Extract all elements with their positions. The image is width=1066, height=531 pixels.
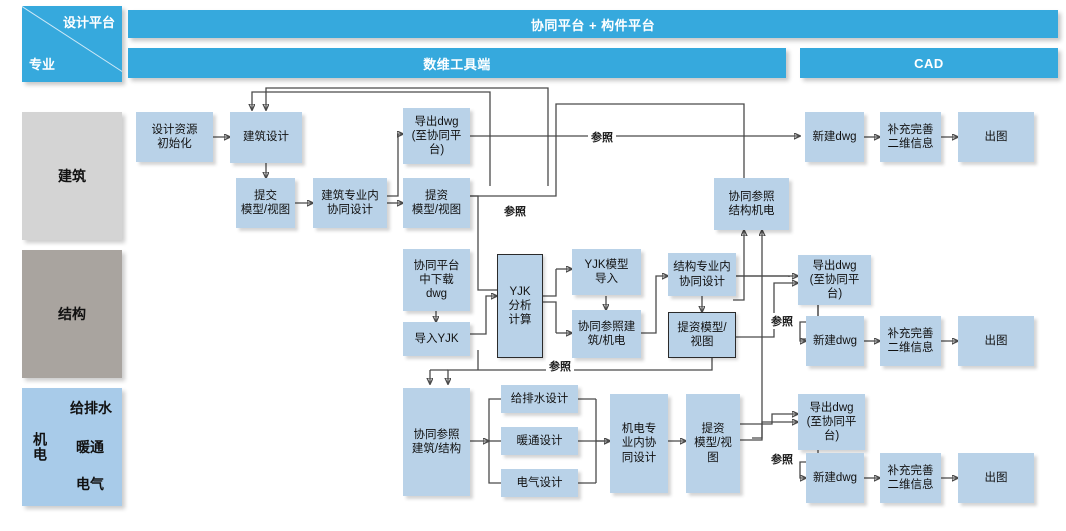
node-arch-coreference-struct-mep[interactable]: 协同参照 结构机电 [714, 178, 789, 230]
sidebar-mep-sub-hvac: 暖通 [76, 439, 104, 455]
node-struct-provide-model[interactable]: 提资模型/ 视图 [668, 312, 736, 358]
sidebar-mep-sub-electrical: 电气 [76, 476, 104, 492]
node-mep-export-dwg[interactable]: 导出dwg (至协同平 台) [798, 394, 865, 450]
sidebar-item-architecture: 建筑 [22, 112, 122, 240]
corner-platform-label: 设计平台 [62, 15, 115, 30]
corner-discipline-label: 专业 [29, 57, 56, 72]
edge-label-mep-cad-reference: 参照 [768, 451, 796, 467]
node-struct-supplement-2d[interactable]: 补充完善 二维信息 [880, 316, 941, 366]
node-struct-import-yjk[interactable]: 导入YJK [403, 322, 470, 356]
node-mep-coreference-arch-struct[interactable]: 协同参照 建筑/结构 [403, 388, 470, 496]
node-struct-coreference-arch-mep[interactable]: 协同参照建 筑/机电 [572, 310, 641, 358]
edge-label-struct-mid-reference: 参照 [501, 203, 529, 219]
node-struct-export-dwg[interactable]: 导出dwg (至协同平台) [798, 255, 871, 305]
node-arch-init[interactable]: 设计资源 初始化 [136, 112, 213, 162]
node-mep-new-dwg[interactable]: 新建dwg [806, 453, 864, 503]
node-mep-internal-collab[interactable]: 机电专 业内协 同设计 [610, 394, 668, 493]
node-struct-plot[interactable]: 出图 [958, 316, 1034, 366]
node-struct-yjk-analysis[interactable]: YJK 分析 计算 [497, 254, 543, 358]
edge-label-struct-bottom-reference: 参照 [546, 358, 574, 374]
node-arch-plot[interactable]: 出图 [958, 112, 1034, 162]
corner-header-cell: 设计平台 专业 [22, 6, 122, 82]
node-mep-hvac-design[interactable]: 暖通设计 [501, 427, 578, 455]
node-arch-export-dwg[interactable]: 导出dwg (至协同平 台) [403, 108, 470, 164]
edge-label-struct-cad-reference: 参照 [768, 313, 796, 329]
node-struct-internal-collab[interactable]: 结构专业内 协同设计 [668, 253, 736, 296]
node-struct-download-dwg[interactable]: 协同平台 中下载 dwg [403, 249, 470, 311]
edge-label-arch-reference: 参照 [588, 129, 616, 145]
banner-collaboration-platform: 协同平台 + 构件平台 [128, 10, 1058, 38]
node-struct-new-dwg[interactable]: 新建dwg [806, 316, 864, 366]
node-arch-new-dwg[interactable]: 新建dwg [805, 112, 864, 162]
node-arch-design[interactable]: 建筑设计 [230, 112, 302, 163]
sidebar-mep-sub-plumbing: 给排水 [70, 400, 112, 416]
banner-tool-client: 数维工具端 [128, 48, 786, 78]
node-mep-plumbing-design[interactable]: 给排水设计 [501, 385, 578, 413]
node-mep-provide-model[interactable]: 提资 模型/视 图 [686, 394, 740, 493]
sidebar-item-mep: 机电 给排水 暖通 电气 [22, 388, 122, 506]
node-mep-electrical-design[interactable]: 电气设计 [501, 469, 578, 497]
banner-cad: CAD [800, 48, 1058, 78]
node-struct-yjk-model-import[interactable]: YJK模型 导入 [572, 249, 641, 295]
sidebar-item-structure: 结构 [22, 250, 122, 378]
node-arch-internal-collab[interactable]: 建筑专业内 协同设计 [313, 178, 387, 228]
sidebar-mep-label: 机电 [33, 431, 47, 462]
node-mep-plot[interactable]: 出图 [958, 453, 1034, 503]
node-mep-supplement-2d[interactable]: 补充完善 二维信息 [880, 453, 941, 503]
node-arch-submit[interactable]: 提交 模型/视图 [236, 178, 295, 228]
node-arch-provide-model[interactable]: 提资 模型/视图 [403, 178, 470, 228]
node-arch-supplement-2d[interactable]: 补充完善 二维信息 [880, 112, 941, 162]
